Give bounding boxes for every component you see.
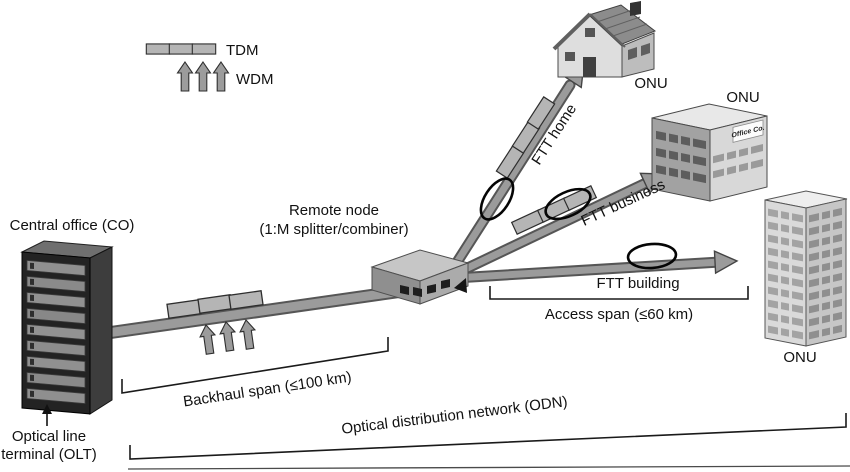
remote-node-label-line2: (1:M splitter/combiner) (259, 221, 408, 238)
bottom-rule (127, 465, 850, 470)
house-onu (552, 1, 657, 78)
arrowhead-building-icon (713, 250, 739, 275)
wdm-legend-icon (176, 61, 230, 92)
onu-label-building: ONU (783, 349, 816, 366)
fiber-building-branch (449, 256, 726, 284)
onu-label-home: ONU (634, 75, 667, 92)
ftt-building-label: FTT building (596, 275, 679, 292)
remote-node-ports (400, 279, 450, 297)
central-office-label: Central office (CO) (10, 217, 135, 234)
marker-ellipse-building (626, 242, 678, 270)
access-span-label: Access span (≤60 km) (545, 306, 693, 323)
odn-bracket (129, 413, 847, 460)
office-building-onu: Office Co. (651, 103, 768, 202)
odn-label: Optical distribution network (ODN) (340, 393, 568, 438)
legend: TDM WDM (145, 42, 274, 92)
remote-node-box (370, 249, 470, 305)
house-door (583, 57, 596, 77)
marker-ellipse-business (544, 187, 592, 221)
remote-node-label-line1: Remote node (289, 202, 379, 219)
feeder-fiber (93, 281, 431, 341)
tdm-legend-icon (145, 43, 217, 55)
backhaul-span-label: Backhaul span (≤100 km) (182, 369, 353, 411)
fiber-business-branch (449, 177, 652, 280)
olt-pointer-arrow-icon (42, 404, 52, 426)
node-input-arrow-icon (454, 278, 467, 293)
onu-label-business: ONU (726, 89, 759, 106)
chimney (630, 1, 641, 16)
olt-label-line2: terminal (OLT) (1, 446, 97, 463)
backhaul-span-bracket (121, 337, 389, 394)
tower-building-onu (764, 190, 848, 347)
wdm-label: WDM (236, 71, 274, 88)
rack-bays (26, 260, 86, 404)
office-sign (732, 119, 764, 143)
access-span-bracket (489, 286, 749, 300)
tdm-label: TDM (226, 42, 259, 59)
fiber-home-branch (446, 79, 576, 276)
marker-ellipse-home (479, 177, 515, 221)
olt-rack (20, 240, 114, 415)
olt-label-line1: Optical line (12, 428, 86, 445)
